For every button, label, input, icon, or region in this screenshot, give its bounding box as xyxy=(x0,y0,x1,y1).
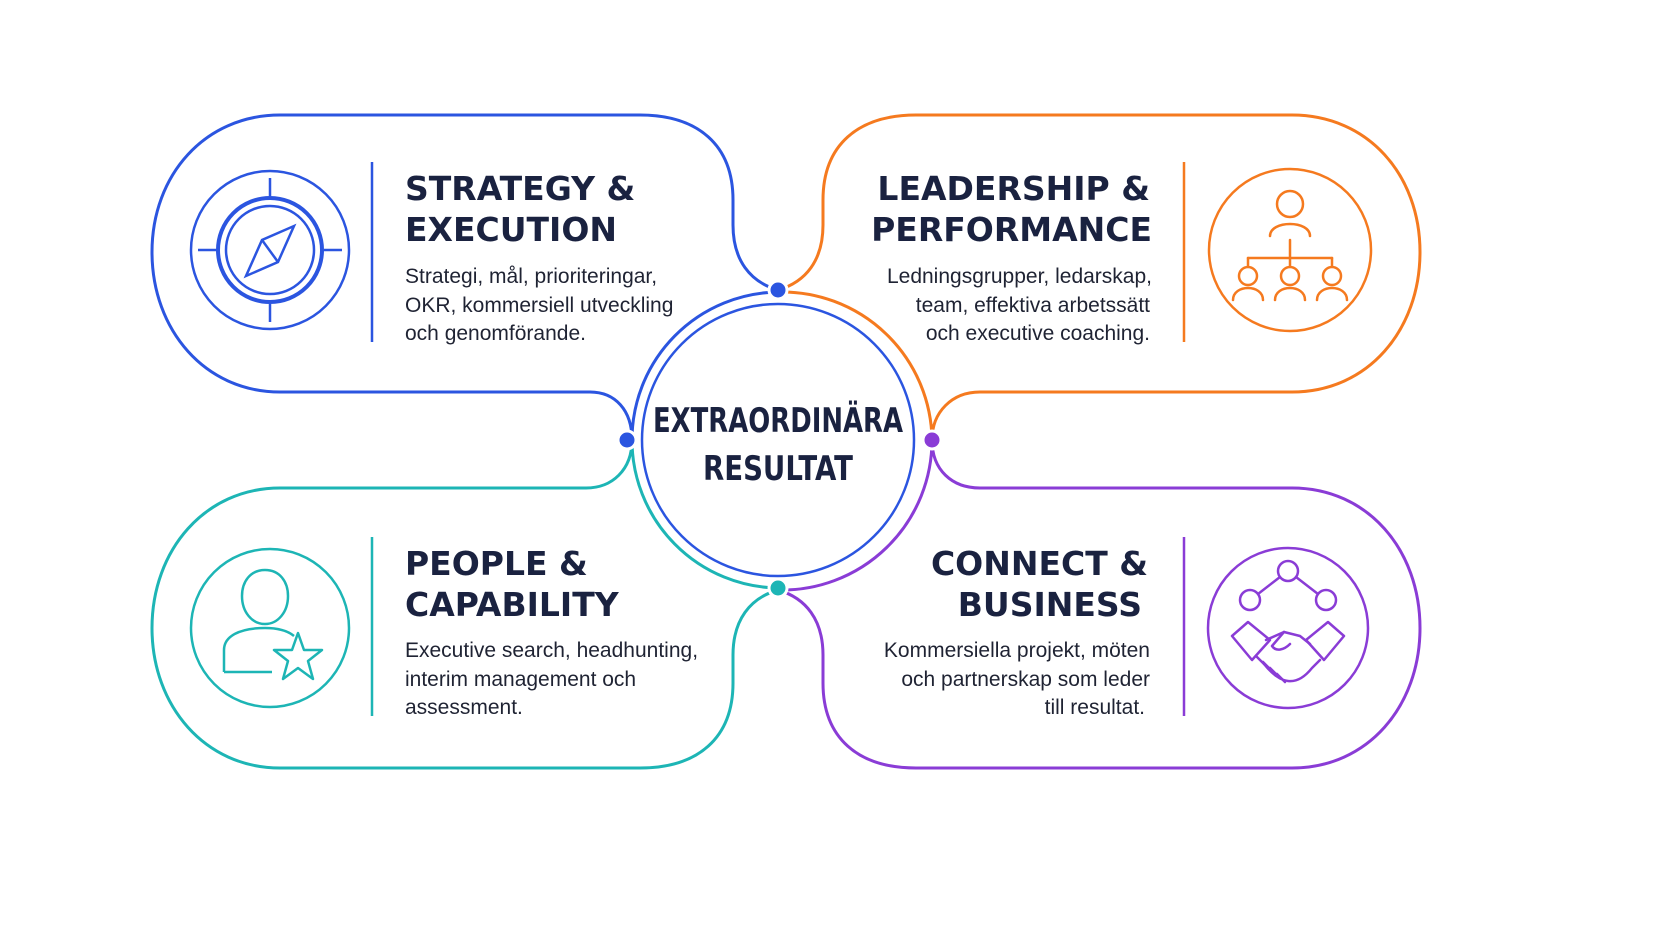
leadership-panel: LEADERSHIP & PERFORMANCE Ledningsgrupper… xyxy=(871,162,1373,345)
leadership-title-2: PERFORMANCE xyxy=(871,210,1152,249)
strategy-desc-3: och genomförande. xyxy=(405,322,586,345)
center-line1: EXTRAORDINÄRA xyxy=(653,400,904,441)
connect-title-1: CONNECT & xyxy=(931,544,1148,583)
connect-panel: CONNECT & BUSINESS Kommersiella projekt,… xyxy=(884,537,1370,719)
people-desc-3: assessment. xyxy=(405,696,523,719)
connect-desc-3: till resultat. xyxy=(1045,696,1145,719)
leadership-arc xyxy=(776,290,934,442)
strategy-desc-2: OKR, kommersiell utveckling xyxy=(405,294,673,317)
center-inner-ring xyxy=(640,302,916,578)
handshake-network-icon xyxy=(1206,546,1370,710)
strategy-loop xyxy=(150,113,780,442)
connector-dots xyxy=(616,279,943,599)
connect-desc-1: Kommersiella projekt, möten xyxy=(884,639,1150,662)
strategy-title-2: EXECUTION xyxy=(405,210,617,249)
dot-left xyxy=(616,429,638,451)
connect-loop xyxy=(776,438,1422,770)
dot-top xyxy=(767,279,789,301)
center-line2: RESULTAT xyxy=(703,449,854,489)
center-hub: EXTRAORDINÄRA RESULTAT xyxy=(640,302,916,578)
strategy-title-1: STRATEGY & xyxy=(405,169,635,208)
connect-desc-2: och partnerskap som leder xyxy=(901,668,1150,691)
dot-right xyxy=(921,429,943,451)
dot-bottom xyxy=(767,577,789,599)
people-arc xyxy=(630,438,780,590)
strategy-panel: STRATEGY & EXECUTION Strategi, mål, prio… xyxy=(189,162,673,345)
strategy-arc xyxy=(630,290,780,442)
people-panel: PEOPLE & CAPABILITY Executive search, he… xyxy=(189,537,698,719)
people-desc-1: Executive search, headhunting, xyxy=(405,639,698,662)
leadership-loop xyxy=(776,113,1422,442)
people-title-1: PEOPLE & xyxy=(405,544,588,583)
leadership-desc-1: Ledningsgrupper, ledarskap, xyxy=(887,265,1152,288)
people-title-2: CAPABILITY xyxy=(405,585,620,624)
leadership-desc-2: team, effektiva arbetssätt xyxy=(916,294,1150,317)
person-star-icon xyxy=(189,547,351,709)
people-loop xyxy=(150,438,780,770)
org-chart-icon xyxy=(1207,167,1373,333)
strategy-desc-1: Strategi, mål, prioriteringar, xyxy=(405,265,657,288)
connect-title-2: BUSINESS xyxy=(958,585,1142,624)
connector-frames xyxy=(150,113,1422,770)
leadership-desc-3: och executive coaching. xyxy=(926,322,1150,345)
connect-arc xyxy=(776,438,934,592)
leadership-title-1: LEADERSHIP & xyxy=(877,169,1150,208)
compass-icon xyxy=(189,169,351,331)
people-desc-2: interim management och xyxy=(405,668,636,691)
